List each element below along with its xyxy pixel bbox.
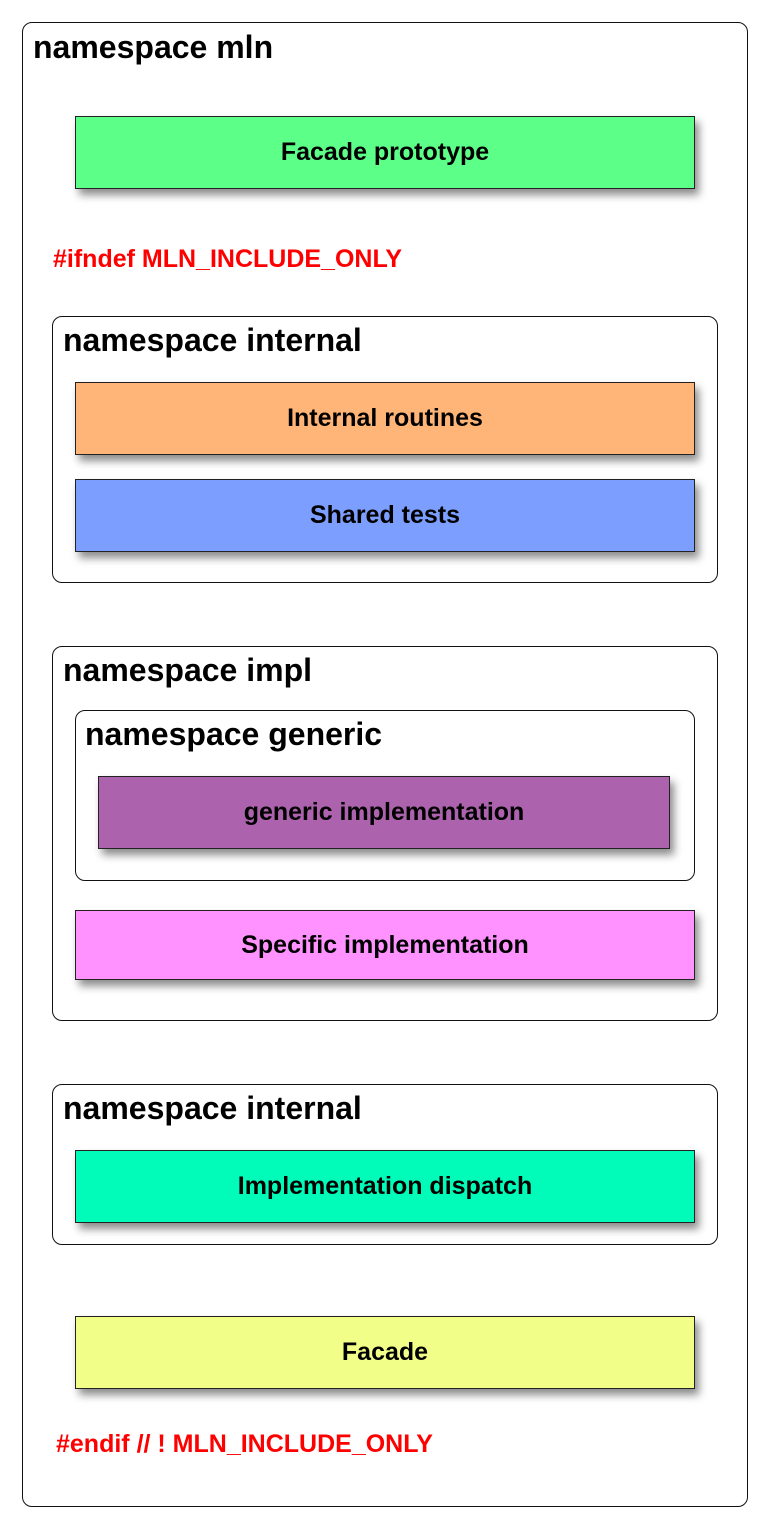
specific-implementation-box: Specific implementation [75,910,695,980]
namespace-internal-title-1: namespace internal [63,322,362,358]
generic-implementation-box: generic implementation [98,776,670,849]
implementation-dispatch-box: Implementation dispatch [75,1150,695,1223]
endif-directive: #endif // ! MLN_INCLUDE_ONLY [56,1430,433,1458]
namespace-generic-title: namespace generic [85,716,383,752]
facade-prototype-box: Facade prototype [75,116,695,189]
namespace-impl-title: namespace impl [63,652,312,688]
namespace-mln-title: namespace mln [33,29,274,65]
facade-box: Facade [75,1316,695,1389]
shared-tests-box: Shared tests [75,479,695,552]
namespace-internal-title-2: namespace internal [63,1090,362,1126]
internal-routines-box: Internal routines [75,382,695,455]
ifndef-directive: #ifndef MLN_INCLUDE_ONLY [53,245,403,273]
